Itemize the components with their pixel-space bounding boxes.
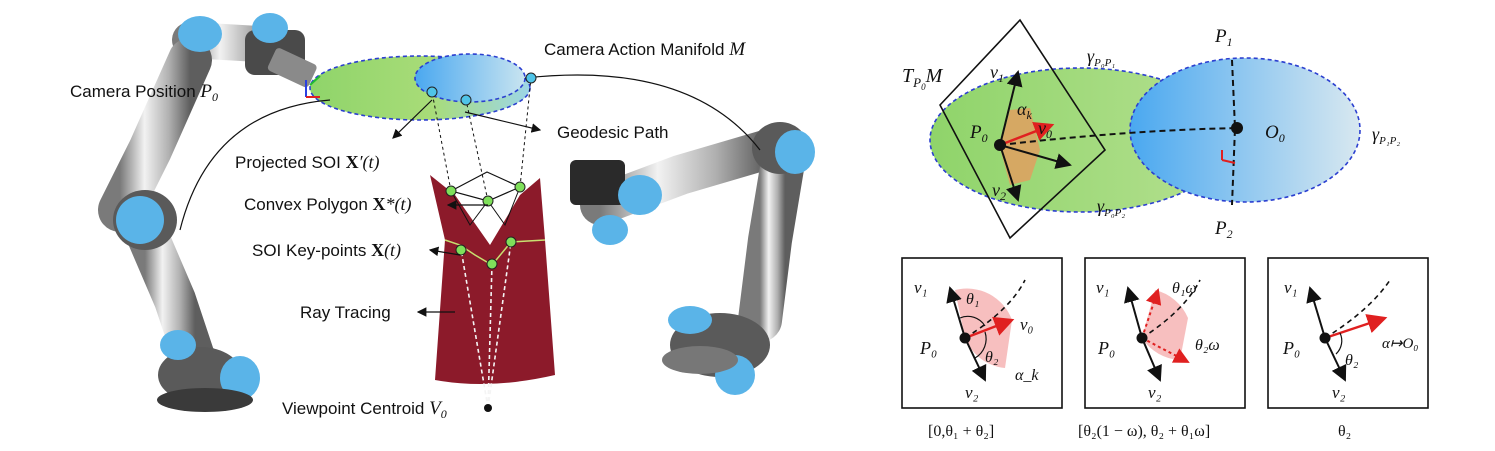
p1-p0: P₀ xyxy=(919,338,937,358)
label-p1: P1 xyxy=(1214,26,1233,49)
camera-axes xyxy=(305,75,321,98)
arc-left xyxy=(179,99,331,231)
p1-caption: [0,θ₁ + θ₂] xyxy=(928,423,994,440)
p3-p0: P₀ xyxy=(1282,338,1300,358)
cloth xyxy=(430,175,555,384)
label-p0: P0 xyxy=(969,122,988,145)
p3-caption: θ₂ xyxy=(1338,423,1351,440)
label-geodesic: Geodesic Path xyxy=(557,123,669,142)
label-v0: v0 xyxy=(1038,118,1052,141)
p2-caption: [θ₂(1 − ω), θ₂ + θ₁ω] xyxy=(1078,423,1210,440)
label-o0: O0 xyxy=(1265,122,1285,145)
panel-3 xyxy=(1267,257,1429,409)
label-alpha: αk xyxy=(1017,99,1032,122)
p1-alpha: α_k xyxy=(1015,367,1039,384)
robot-right xyxy=(570,122,815,395)
label-p2: P2 xyxy=(1214,218,1233,241)
label-v2: v2 xyxy=(992,180,1006,203)
projected-points xyxy=(426,72,537,106)
label-camera-position: Camera Position P0 xyxy=(70,81,218,104)
label-soi-keypoints: SOI Key-points X(t) xyxy=(252,240,401,261)
p1-v2: v₂ xyxy=(965,383,979,402)
label-gamma-p0p1: γP₀P₁ xyxy=(1087,46,1115,69)
robot-left xyxy=(98,13,317,412)
label-convex-polygon: Convex Polygon X*(t) xyxy=(244,194,412,215)
p3-v2: v₂ xyxy=(1332,383,1346,402)
label-viewpoint: Viewpoint Centroid V0 xyxy=(282,398,447,421)
p1-v0: v₀ xyxy=(1020,315,1034,334)
p3-theta2: θ₂ xyxy=(1345,352,1359,369)
tangent-diagram xyxy=(929,18,1361,240)
p2-theta2: θ₂ω xyxy=(1195,337,1220,354)
label-projected-soi: Projected SOI X′(t) xyxy=(235,152,380,173)
p2-v2: v₂ xyxy=(1148,383,1162,402)
p3-alpha: α↦O₀ xyxy=(1382,336,1419,352)
p1-theta1: θ₁ xyxy=(966,291,979,308)
label-ray-tracing: Ray Tracing xyxy=(300,303,391,322)
p2-v1: v₁ xyxy=(1096,278,1109,297)
ray-lines xyxy=(460,241,512,409)
arc-right xyxy=(524,74,761,151)
label-gamma-p0p2: γP₀P₂ xyxy=(1097,196,1125,219)
p1-v1: v₁ xyxy=(914,278,927,297)
p3-v1: v₁ xyxy=(1284,278,1297,297)
label-v1: v1 xyxy=(990,62,1004,85)
label-gamma-p1p2: γP₁P₂ xyxy=(1372,124,1400,147)
p2-theta1: θ₁ω xyxy=(1172,280,1197,297)
panel-2 xyxy=(1084,257,1246,409)
viewpoint-centroid xyxy=(484,404,492,412)
p1-theta2: θ₂ xyxy=(985,349,999,366)
label-manifold: Camera Action Manifold M xyxy=(544,39,746,60)
label-tangent: TP0M xyxy=(902,65,944,92)
p2-p0: P₀ xyxy=(1097,338,1115,358)
tangent-plane xyxy=(939,18,1107,240)
soi-keypoints xyxy=(445,181,526,270)
panel-1 xyxy=(901,257,1063,409)
